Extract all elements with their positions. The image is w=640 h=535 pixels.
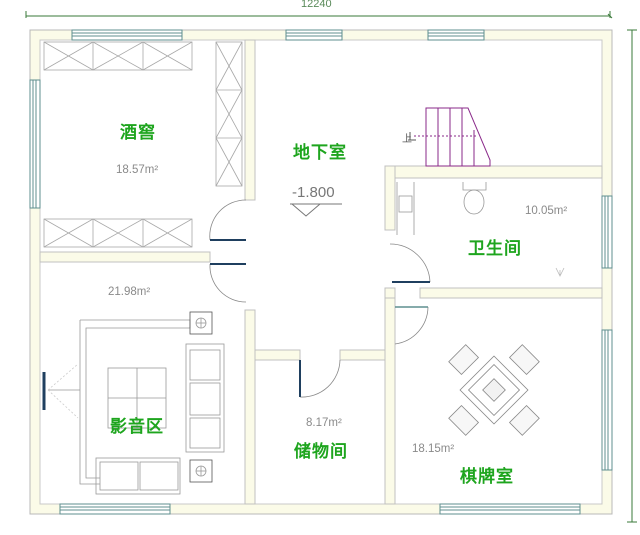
elevation-marker	[290, 203, 342, 217]
mahjong-table	[448, 344, 540, 436]
room-label-chess-room: 棋牌室	[460, 467, 514, 487]
room-area-chess-room: 18.15m²	[412, 443, 455, 455]
room-label-storage: 储物间	[294, 442, 348, 462]
room-area-wine-cellar: 18.57m²	[116, 164, 159, 176]
room-label-basement: 地下室	[293, 143, 347, 163]
stair-up-label: 上	[402, 134, 412, 145]
media-furniture	[47, 311, 225, 495]
bathroom-fixtures	[396, 182, 565, 277]
overall-width-dimension: 12240	[301, 0, 332, 10]
interior-walls	[39, 39, 603, 505]
room-label-bathroom: 卫生间	[468, 239, 522, 259]
room-area-bathroom: 10.05m²	[525, 205, 568, 217]
top-dimension-line	[25, 11, 613, 19]
room-area-media-room: 21.98m²	[108, 286, 151, 298]
doors	[42, 199, 431, 410]
stairs	[408, 107, 491, 167]
outer-walls	[29, 29, 613, 515]
windows	[29, 29, 613, 515]
floor-level-marker: -1.800	[292, 184, 335, 201]
room-area-storage: 8.17m²	[306, 417, 342, 429]
right-dimension-line	[627, 29, 637, 523]
room-label-media-room: 影音区	[110, 417, 164, 437]
room-label-wine-cellar: 酒窖	[120, 123, 156, 143]
wine-racks	[43, 41, 243, 248]
